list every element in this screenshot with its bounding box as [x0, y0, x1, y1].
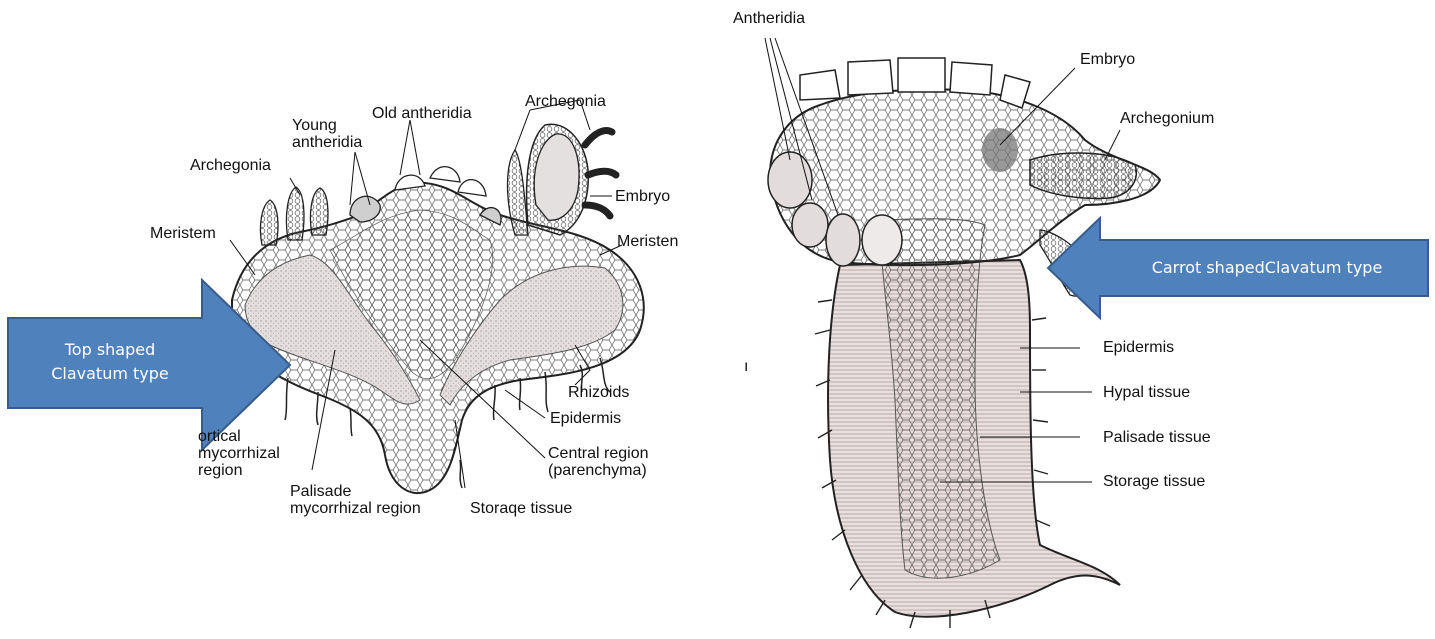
- label-young-antheridia: Young antheridia: [292, 117, 362, 151]
- label-cortical-region: ortical mycorrhizal region: [198, 428, 280, 479]
- label-embryo-right: Embryo: [1080, 51, 1135, 68]
- label-archegonia-top: Archegonia: [525, 93, 606, 110]
- label-antheridia: Antheridia: [733, 10, 805, 27]
- label-hypal-tissue: Hypal tissue: [1103, 384, 1190, 401]
- label-epidermis-right: Epidermis: [1103, 339, 1174, 356]
- label-archegonia-left: Archegonia: [190, 157, 271, 174]
- left-prothallus-body: [230, 100, 644, 493]
- label-archegonium: Archegonium: [1120, 110, 1214, 127]
- label-meristem-right: Meristen: [617, 233, 678, 250]
- label-epidermis-left: Epidermis: [550, 410, 621, 427]
- label-central-region: Central region (parenchyma): [548, 445, 649, 479]
- right-prothallus-body: [765, 38, 1160, 628]
- label-old-antheridia: Old antheridia: [372, 105, 472, 122]
- label-storage-tissue-right: Storage tissue: [1103, 473, 1205, 490]
- stray-mark: ı: [744, 358, 748, 375]
- label-palisade-region: Palisade mycorrhizal region: [290, 483, 421, 517]
- label-meristem-left: Meristem: [150, 225, 216, 242]
- label-storage-tissue-left: Storaqe tissue: [470, 500, 572, 517]
- label-palisade-tissue: Palisade tissue: [1103, 429, 1211, 446]
- label-rhizoids: Rhizoids: [568, 384, 629, 401]
- right-arrow-label: Carrot shapedClavatum type: [1108, 256, 1426, 280]
- label-embryo-left: Embryo: [615, 188, 670, 205]
- left-arrow-label: Top shaped Clavatum type: [20, 338, 200, 386]
